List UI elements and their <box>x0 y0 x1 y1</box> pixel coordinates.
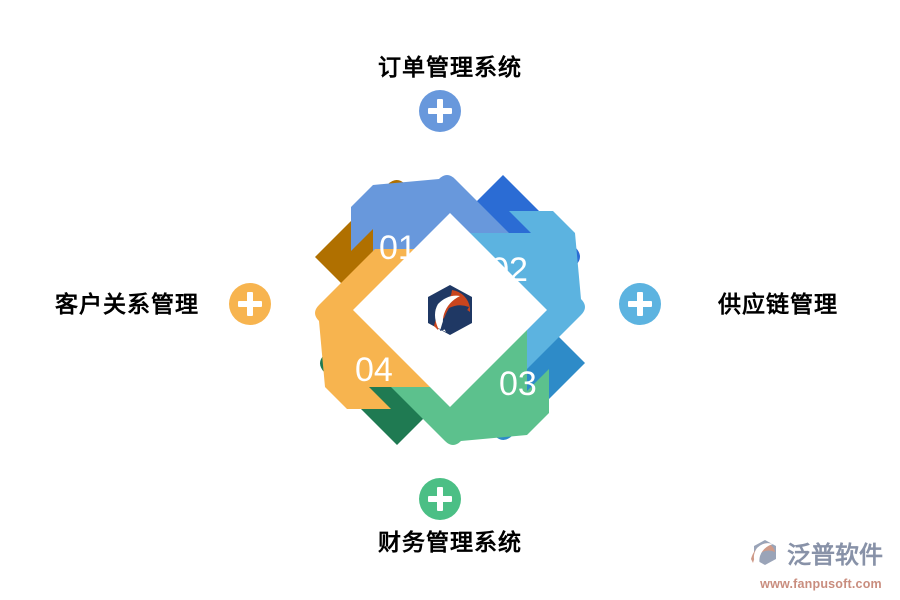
plus-icon-supply-chain[interactable] <box>619 283 661 325</box>
section-label-finance: 财务管理系统 <box>378 529 522 555</box>
step-number-supply-chain: 02 <box>490 251 528 289</box>
step-number-finance: 03 <box>499 365 537 403</box>
watermark: 泛普软件 www.fanpusoft.com <box>748 537 894 593</box>
step-number-order: 01 <box>379 229 417 267</box>
fanpu-swirl-logo-icon <box>748 537 782 574</box>
watermark-brand: 泛普软件 <box>787 541 883 569</box>
watermark-url: www.fanpusoft.com <box>760 577 882 591</box>
section-label-crm: 客户关系管理 <box>55 291 199 317</box>
cycle-diagram: 01 02 03 04 <box>285 145 615 475</box>
section-label-order: 订单管理系统 <box>378 54 522 80</box>
plus-icon-finance[interactable] <box>419 478 461 520</box>
step-number-crm: 04 <box>355 351 393 389</box>
plus-icon-order[interactable] <box>419 90 461 132</box>
plus-icon-crm[interactable] <box>229 283 271 325</box>
section-label-supply-chain: 供应链管理 <box>718 291 838 317</box>
company-hexagon-logo <box>428 285 472 335</box>
